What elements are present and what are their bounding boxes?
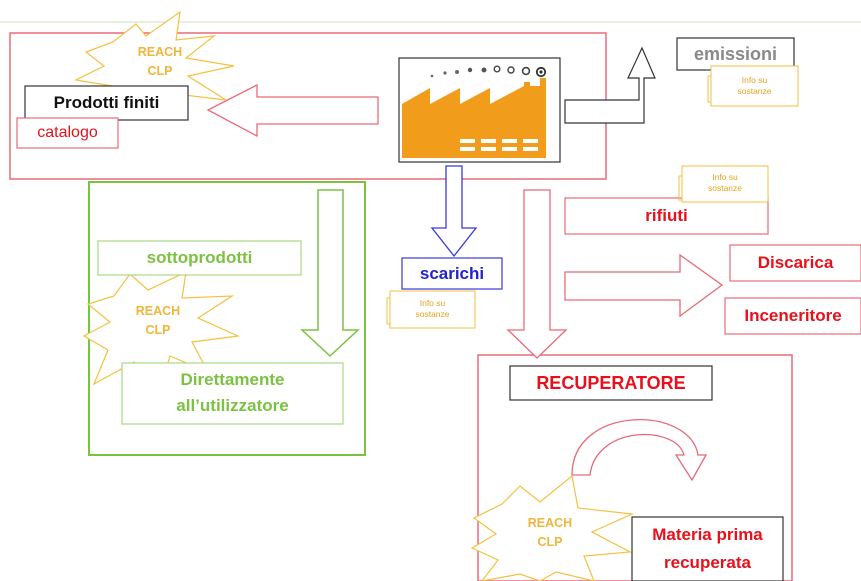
info-line-2: sostanze [415, 309, 450, 319]
burst-reach-text: REACH [137, 45, 183, 59]
direttamente-box [121, 362, 344, 425]
emissioni-label: emissioni [693, 43, 778, 64]
materia-prima-label: Materia prima [652, 525, 763, 544]
recuperata-label: recuperata [664, 553, 751, 572]
byproducts-box [88, 181, 366, 456]
burst-label-bottom: REACH CLP [510, 514, 590, 552]
emissioni-box [676, 37, 795, 71]
arrow-to-disposal [564, 253, 724, 318]
discarica-label: Discarica [757, 253, 834, 272]
burst-clp-text: CLP [537, 535, 563, 549]
info-line-1: Info su [741, 75, 768, 85]
burst-reach-text: REACH [135, 304, 181, 318]
info-line-1: Info su [712, 172, 738, 182]
info-line-2: sostanze [707, 183, 743, 193]
scarichi-label: scarichi [419, 263, 485, 283]
info-note-emissioni [710, 65, 799, 107]
arrow-to-scarichi [430, 165, 478, 258]
rifiuti-box [564, 197, 769, 235]
recuperatore-box [477, 354, 793, 581]
discarica-box [729, 244, 861, 282]
burst-label-mid: REACH CLP [118, 302, 198, 340]
inceneritore-box [724, 297, 861, 335]
arrow-to-products [206, 83, 379, 138]
factory-icon [398, 57, 561, 163]
burst-clp-text: CLP [145, 323, 171, 337]
sottoprodotti-box [97, 240, 302, 276]
arrow-to-user [300, 189, 360, 358]
recuperatore-label: RECUPERATORE [536, 372, 686, 393]
direttamente-label: Direttamente [180, 370, 285, 389]
curved-arrow-icon [571, 419, 708, 482]
info-note-rifiuti-text: Info su sostanze [682, 168, 768, 198]
info-line-1: Info su [419, 298, 446, 308]
inceneritore-label: Inceneritore [744, 306, 842, 325]
reach-clp-burst-icon [470, 474, 635, 581]
sottoprodotti-label: sottoprodotti [146, 248, 253, 267]
burst-label-top: REACH CLP [120, 43, 200, 81]
arrow-to-emissions [564, 46, 656, 124]
burst-clp-text: CLP [147, 64, 173, 78]
info-note-scarichi-text: Info su sostanze [390, 294, 475, 324]
prodotti-finiti-label: Prodotti finiti [53, 93, 160, 112]
burst-reach-text: REACH [527, 516, 573, 530]
materia-prima-box [631, 516, 784, 581]
recuperatore-label-box [509, 365, 713, 401]
info-note-scarichi [389, 290, 476, 329]
arrow-to-recuperatore [506, 189, 568, 359]
all-utilizzatore-label: all’utilizzatore [176, 396, 289, 415]
scarichi-box [401, 257, 503, 290]
info-line-2: sostanze [737, 86, 772, 96]
catalogo-label: catalogo [37, 124, 98, 141]
catalogo-box [16, 117, 119, 149]
info-note-emissioni-text: Info su sostanze [711, 70, 798, 102]
rifiuti-label: rifiuti [645, 206, 688, 225]
prodotti-finiti-box [24, 85, 189, 121]
